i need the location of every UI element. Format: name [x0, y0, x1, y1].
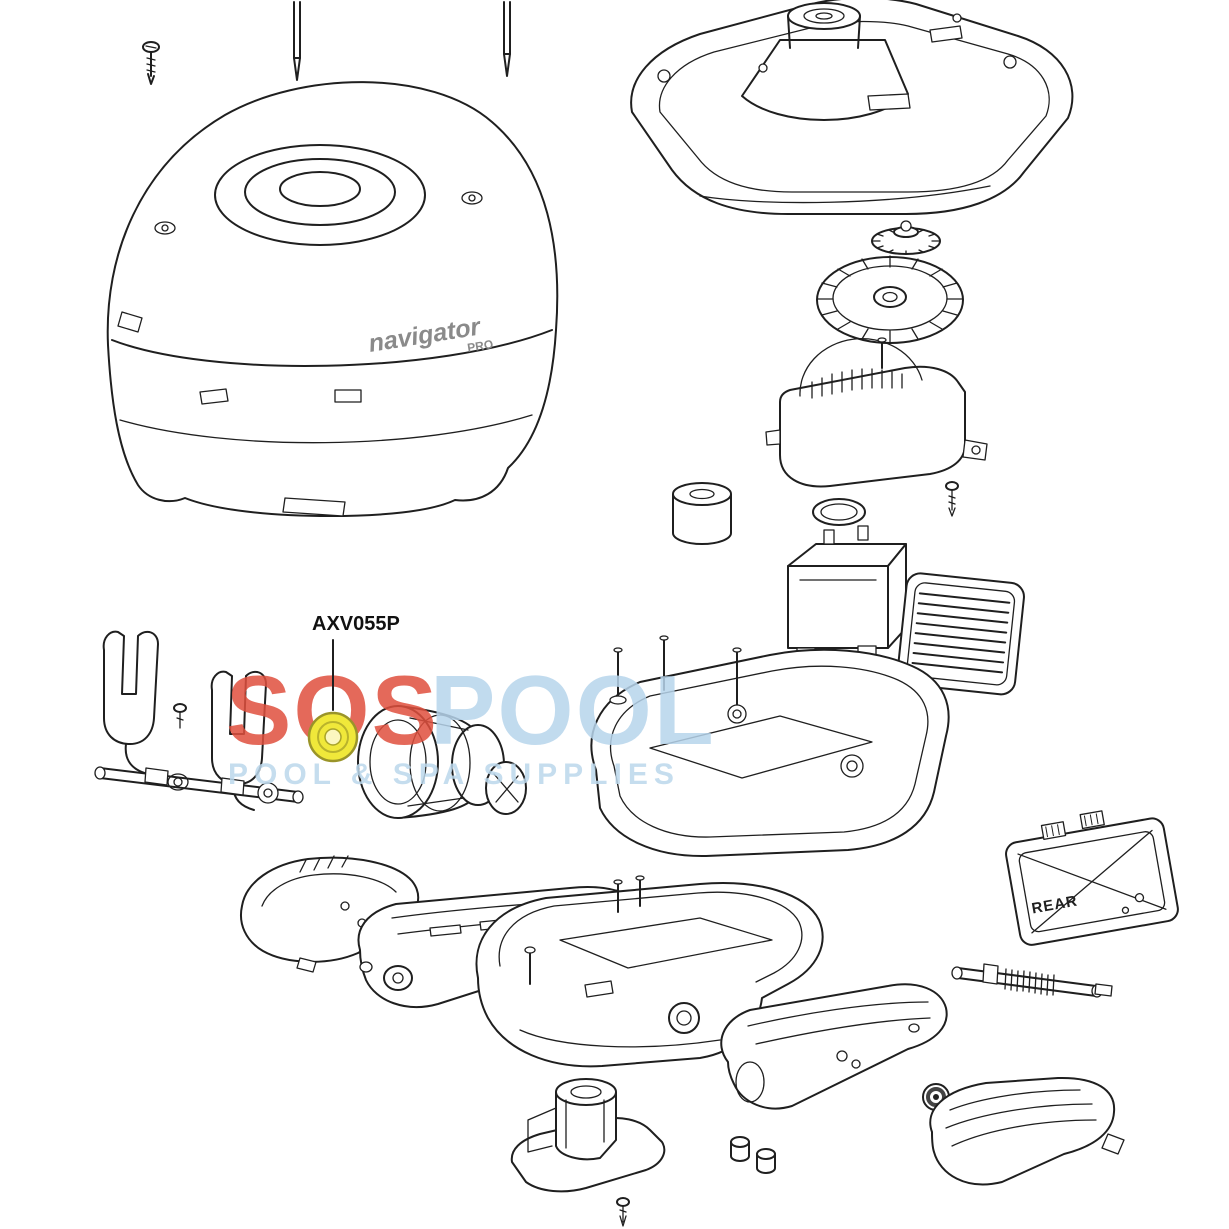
rubber-feet	[730, 1136, 776, 1174]
right-shoe-pod	[929, 1076, 1125, 1186]
right-flap-wing	[720, 983, 948, 1110]
elbow-bracket	[510, 1078, 666, 1193]
part-number-label: AXV055P	[312, 613, 400, 635]
screw-top-left	[142, 41, 160, 85]
switch-box	[787, 525, 907, 663]
watermark-tagline: POOL & SPA SUPPLIES	[228, 758, 680, 791]
motor-chamber	[765, 337, 988, 488]
turbine-spool-assembly	[357, 705, 527, 819]
brand-series-text: PRO	[466, 337, 494, 355]
impeller-wheel	[816, 255, 964, 344]
grille-panel	[896, 572, 1025, 696]
highlighted-part-callout: AXV055P	[307, 613, 400, 763]
lower-body-tray	[590, 635, 950, 858]
o-ring	[812, 498, 866, 526]
watermark-word-pool: POOL	[430, 655, 716, 765]
fork-screw	[173, 703, 187, 729]
drive-gear	[871, 220, 941, 255]
pin-rod-left	[293, 1, 301, 81]
axle-rod	[94, 766, 304, 804]
screw-chamber	[945, 481, 959, 517]
roller-axle-shaft	[951, 963, 1113, 998]
screw-bottom	[616, 1197, 630, 1227]
roller-bearing-cylinder	[672, 482, 732, 545]
top-cover	[630, 0, 1074, 215]
pin-rod-right	[503, 1, 511, 77]
watermark: SOS POOL POOL & SPA SUPPLIES	[226, 655, 716, 791]
main-body-housing: navigator PRO	[106, 81, 559, 517]
rear-flap-plate: REAR	[1005, 810, 1179, 946]
